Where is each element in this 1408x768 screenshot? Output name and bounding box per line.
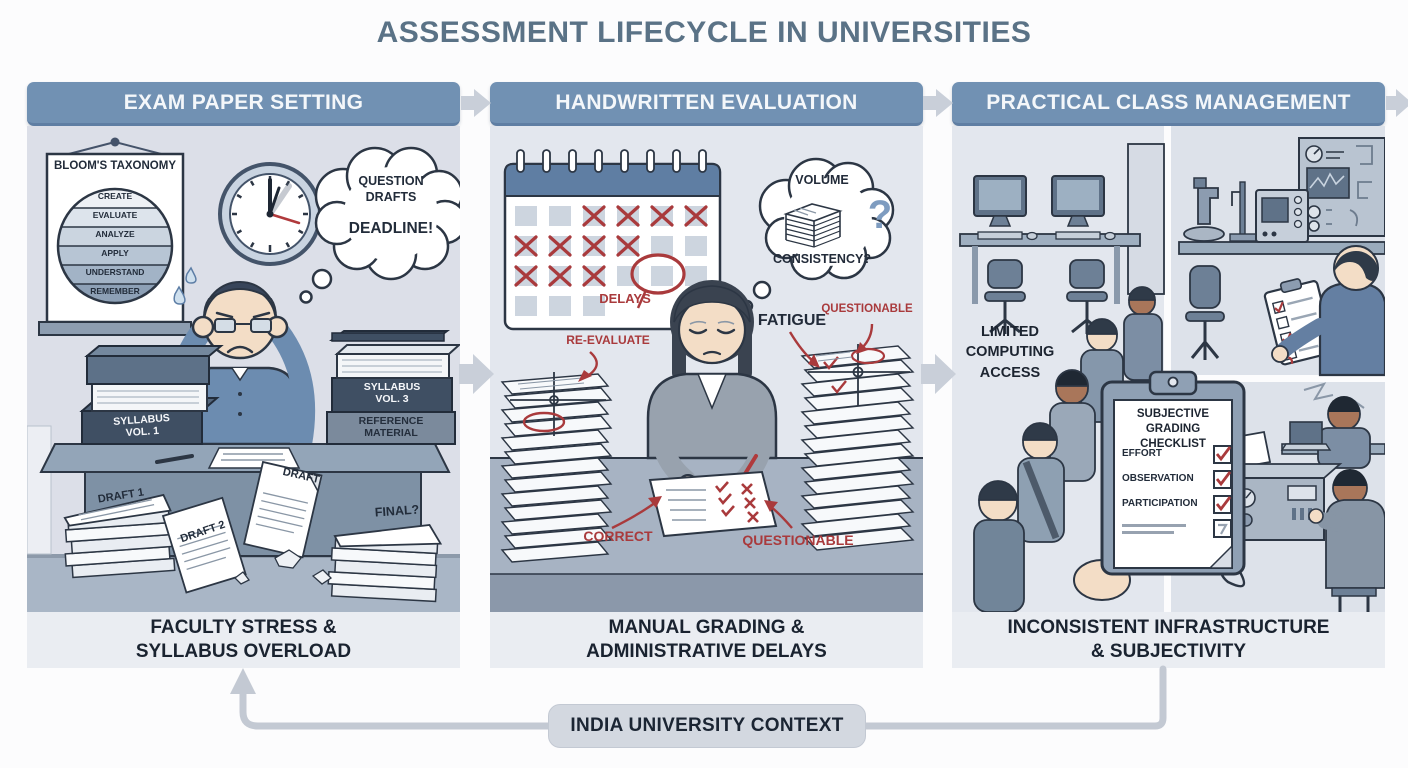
arrow-right-icon (921, 354, 956, 394)
deadline-thought-bubble (299, 146, 460, 304)
panel-practical-class-management: PRACTICAL CLASS MANAGEMENT (952, 82, 1385, 668)
consistency-thought-bubble (740, 157, 895, 313)
re-evaluate-label: RE-EVALUATE (566, 333, 650, 347)
handwritten-evaluation-illustration (490, 149, 923, 612)
door (1127, 143, 1165, 295)
consistency-label: CONSISTENCY? (773, 252, 871, 266)
arrow-right-icon (923, 89, 953, 117)
checklist-checkboxes (1122, 445, 1232, 538)
taxonomy-level-understand: UNDERSTAND (85, 267, 145, 277)
lab-room-scene (1171, 126, 1385, 377)
checklist-item-observation: OBSERVATION (1122, 473, 1194, 484)
taxonomy-level-analyze: ANALYZE (95, 229, 135, 239)
checklist-item-participation: PARTICIPATION (1122, 498, 1198, 509)
computer-monitor (1051, 175, 1116, 241)
paper-stack-icon (783, 203, 843, 248)
calendar-x-marks (514, 205, 708, 287)
student-queue (973, 286, 1163, 612)
door-edge (27, 425, 52, 555)
clock-icon (218, 162, 322, 266)
annotation-arrows (578, 323, 874, 530)
calendar-circle-mark (630, 253, 686, 295)
draft-sheet-2 (161, 496, 247, 594)
caption-manual-grading: MANUAL GRADING &ADMINISTRATIVE DELAYS (490, 612, 923, 668)
checklist-title: SUBJECTIVE GRADING CHECKLIST (1136, 408, 1210, 450)
lab-chair (1185, 265, 1225, 360)
india-university-context-pill: INDIA UNIVERSITY CONTEXT (548, 704, 866, 748)
blooms-taxonomy-poster (38, 137, 192, 336)
answer-stack-left (500, 372, 613, 563)
exam-paper-setting-illustration (27, 137, 460, 612)
fatigue-label: FATIGUE (757, 312, 827, 329)
final-stack (327, 524, 443, 603)
arrow-right-icon (459, 354, 494, 394)
page-title: ASSESSMENT LIFECYCLE IN UNIVERSITIES (376, 16, 1032, 49)
questionable-top-label: QUESTIONABLE (821, 303, 913, 315)
questionable-bottom-label: QUESTIONABLE (742, 532, 854, 548)
panel-exam-paper-setting: EXAM PAPER SETTING (27, 82, 460, 668)
bubble-deadline: DEADLINE! (348, 220, 434, 237)
poster-title: BLOOM'S TAXONOMY (54, 160, 176, 172)
arrow-right-icon (461, 89, 491, 117)
answer-stack-right (800, 344, 915, 551)
taxonomy-level-evaluate: EVALUATE (92, 210, 138, 220)
crumpled-paper (234, 549, 333, 585)
draft-stack-1 (63, 493, 176, 579)
caption-inconsistent-infrastructure: INCONSISTENT INFRASTRUCTURE& SUBJECTIVIT… (952, 612, 1385, 668)
calendar-icon (503, 149, 722, 331)
computer-monitor (973, 175, 1038, 241)
panel-handwritten-evaluation: HANDWRITTEN EVALUATION (490, 82, 923, 668)
microscope-icon (1183, 177, 1225, 242)
arrow-right-icon (1386, 89, 1408, 117)
panel-header-handwritten-evaluation: HANDWRITTEN EVALUATION (490, 82, 923, 126)
volume-label: VOLUME (795, 173, 849, 187)
correct-label: CORRECT (583, 528, 653, 544)
taxonomy-level-apply: APPLY (101, 248, 129, 258)
seated-student-operator (1308, 469, 1385, 612)
bubble-question: QUESTION (358, 174, 424, 188)
graded-answer-sheet (648, 470, 778, 538)
delays-label: DELAYS (599, 291, 651, 306)
student-at-laptop (1280, 396, 1371, 469)
taxonomy-level-create: CREATE (97, 191, 133, 201)
panel-header-practical-class-management: PRACTICAL CLASS MANAGEMENT (952, 82, 1385, 126)
book-stack-left (79, 345, 224, 445)
panel-header-exam-paper-setting: EXAM PAPER SETTING (27, 82, 460, 126)
question-mark: ? (867, 193, 893, 237)
lab-instrument (1255, 189, 1309, 243)
checklist-item-effort: EFFORT (1122, 448, 1162, 459)
office-chair (984, 259, 1026, 334)
book-stack-right (326, 330, 460, 445)
caption-faculty-stress: FACULTY STRESS &SYLLABUS OVERLOAD (27, 612, 460, 668)
subjective-grading-clipboard (1073, 370, 1246, 601)
practical-class-illustration (952, 126, 1385, 612)
bubble-drafts: DRAFTS (365, 190, 417, 204)
draft-sheet-floating (243, 460, 323, 559)
taxonomy-level-remember: REMEMBER (90, 286, 140, 296)
office-chair (1066, 259, 1108, 334)
limited-access-label: LIMITED COMPUTING ACCESS (965, 324, 1055, 381)
instructor-with-checklist (1263, 245, 1385, 377)
